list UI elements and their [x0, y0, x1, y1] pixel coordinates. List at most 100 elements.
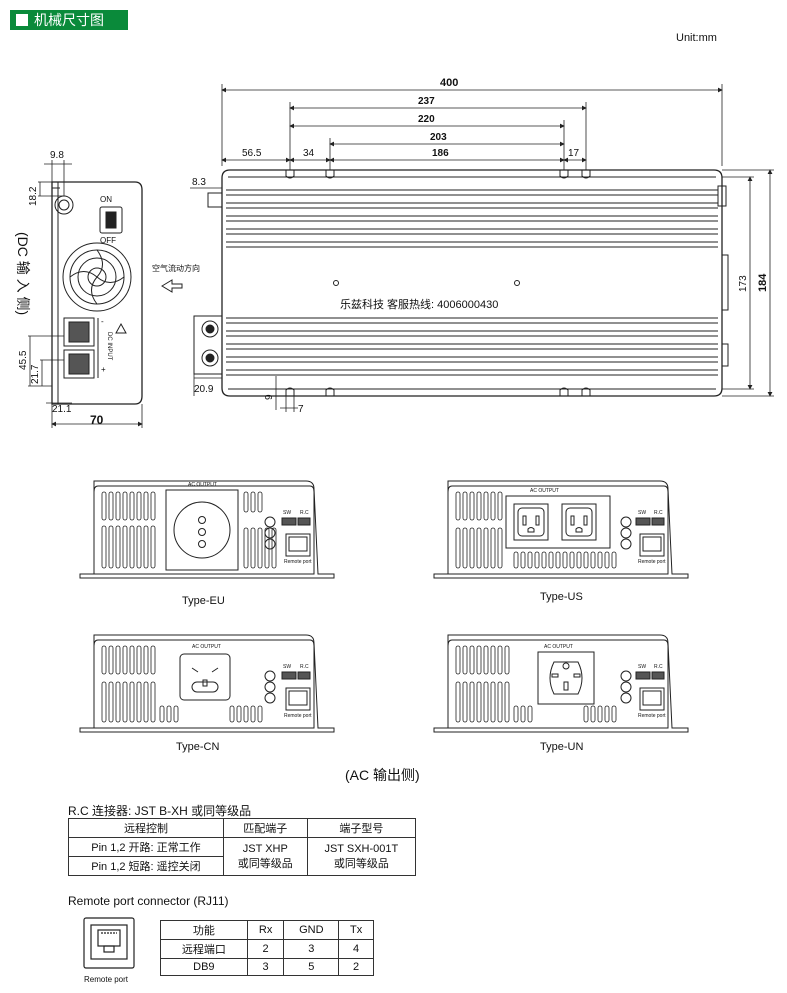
- table-row: DB9 3 5 2: [160, 958, 374, 976]
- table-cell: 远程端口: [160, 939, 248, 959]
- section-title-text: 机械尺寸图: [34, 12, 104, 28]
- airflow-label: 空气流动方向: [152, 263, 200, 273]
- section-title: 机械尺寸图: [10, 10, 128, 30]
- top-view: [193, 169, 729, 397]
- top-view-dimensions: [190, 84, 774, 412]
- dim-400: 400: [440, 77, 458, 89]
- table-header: Tx: [338, 920, 374, 940]
- caption-type-cn: Type-CN: [176, 741, 219, 753]
- table-cell: JST SXH-001T 或同等级品: [306, 837, 417, 876]
- panel-us-labels: AC OUTPUT SW R.C Remote port: [530, 488, 666, 565]
- remote-port-table: 功能 Rx GND Tx 远程端口 2 3 4 DB9 3 5 2: [160, 920, 374, 976]
- rc-label: R.C: [300, 664, 309, 670]
- table-cell: Pin 1,2 开路: 正常工作: [68, 837, 224, 857]
- dim-173: 173: [738, 275, 749, 292]
- top-view-dimension-text: 400 237 220 203 56.5 34 186 17 8.3 173 1…: [192, 77, 769, 415]
- table-cell: 2: [338, 958, 374, 976]
- table-row: Pin 1,2 短路: 遥控关闭: [68, 856, 416, 876]
- sw-label: SW: [283, 664, 291, 670]
- ac-output-label: AC OUTPUT: [188, 482, 217, 488]
- panel-un-labels: AC OUTPUT SW R.C Remote port: [544, 644, 666, 719]
- switch-off-label: OFF: [100, 236, 116, 245]
- table-header: 端子型号: [306, 818, 417, 838]
- table-cell: DB9: [160, 958, 248, 976]
- table-row: 远程端口 2 3 4: [160, 939, 374, 959]
- dc-input-label: DC INPUT: [106, 332, 112, 361]
- table-cell: 4: [338, 939, 374, 959]
- sw-label: SW: [283, 510, 291, 516]
- table-cell: 3: [246, 958, 285, 976]
- panel-cn: [79, 634, 335, 733]
- rc-connector-table: 远程控制 匹配端子 端子型号 Pin 1,2 开路: 正常工作 JST XHP …: [68, 818, 417, 876]
- dim-34: 34: [303, 148, 315, 159]
- rj11-port-icon: [83, 917, 135, 969]
- dim-20-9: 20.9: [194, 384, 214, 395]
- model-line-2: 或同等级品: [333, 857, 389, 870]
- remote-port-label: Remote port: [284, 713, 312, 719]
- side-view: [51, 181, 143, 405]
- caption-type-us: Type-US: [540, 591, 583, 603]
- table-cell: 2: [246, 939, 285, 959]
- remote-port-label: Remote port: [638, 559, 666, 565]
- ac-side-label: (AC 输出侧): [345, 767, 420, 783]
- dim-45-5: 45.5: [18, 350, 29, 370]
- dim-8-3: 8.3: [192, 177, 206, 188]
- hotline-text: 乐兹科技 客服热线: 4006000430: [340, 297, 498, 311]
- plus-label: +: [101, 365, 106, 374]
- dim-17: 17: [568, 148, 580, 159]
- dc-side-label: (DC 输 入 侧): [15, 232, 31, 315]
- airflow-arrow-icon: [161, 279, 183, 293]
- table-cell: 3: [283, 939, 340, 959]
- panel-us: [433, 480, 689, 579]
- table-header-row: 远程控制 匹配端子 端子型号: [68, 818, 417, 838]
- dim-21-1: 21.1: [52, 404, 72, 415]
- dim-220: 220: [418, 114, 435, 125]
- minus-label: -: [101, 317, 104, 326]
- model-line-1: JST SXH-001T: [324, 842, 399, 855]
- remote-port-label: Remote port: [284, 559, 312, 565]
- remote-port-heading: Remote port connector (RJ11): [68, 894, 229, 908]
- panel-eu-labels: AC OUTPUT SW R.C Remote port: [188, 482, 312, 565]
- caption-type-eu: Type-EU: [182, 595, 225, 607]
- unit-label: Unit:mm: [676, 32, 717, 44]
- dim-186: 186: [432, 148, 449, 159]
- panel-cn-labels: AC OUTPUT SW R.C Remote port: [192, 644, 312, 719]
- table-cell: Pin 1,2 短路: 遥控关闭: [68, 856, 224, 876]
- dim-184: 184: [757, 273, 769, 292]
- dim-9-8: 9.8: [50, 150, 64, 161]
- dim-18-2: 18.2: [28, 186, 39, 206]
- rc-label: R.C: [654, 664, 663, 670]
- rc-label: R.C: [654, 510, 663, 516]
- dim-203: 203: [430, 132, 447, 143]
- table-row: Pin 1,2 开路: 正常工作 JST XHP 或同等级品 JST SXH-0…: [68, 837, 417, 876]
- remote-port-label: Remote port: [638, 713, 666, 719]
- panel-un: [433, 634, 689, 733]
- square-icon: [16, 14, 28, 26]
- caption-type-un: Type-UN: [540, 741, 583, 753]
- sw-label: SW: [638, 664, 646, 670]
- side-view-dimension-text: 9.8 18.2 45.5 21.7 21.1 70: [18, 150, 104, 427]
- dim-9: 9: [264, 394, 275, 400]
- table-cell: JST XHP 或同等级品: [222, 837, 308, 876]
- dim-56-5: 56.5: [242, 148, 262, 159]
- rc-connector-heading: R.C 连接器: JST B-XH 或同等级品: [68, 804, 252, 818]
- side-view-dimensions: [28, 160, 143, 428]
- dim-7: 7: [298, 404, 304, 415]
- rc-label: R.C: [300, 510, 309, 516]
- table-header: 功能: [160, 920, 248, 940]
- table-header-row: 功能 Rx GND Tx: [160, 920, 374, 940]
- panel-eu: [79, 480, 335, 579]
- table-header: GND: [283, 920, 340, 940]
- ac-output-label: AC OUTPUT: [192, 644, 221, 650]
- table-header: 远程控制: [68, 818, 224, 838]
- dim-237: 237: [418, 96, 435, 107]
- remote-port-icon-label: Remote port: [84, 975, 129, 984]
- table-header: Rx: [246, 920, 285, 940]
- ac-output-label: AC OUTPUT: [544, 644, 573, 650]
- match-line-1: JST XHP: [242, 842, 288, 855]
- switch-on-label: ON: [100, 195, 112, 204]
- ac-output-label: AC OUTPUT: [530, 488, 559, 494]
- dim-21-7: 21.7: [30, 364, 41, 384]
- table-header: 匹配端子: [222, 818, 308, 838]
